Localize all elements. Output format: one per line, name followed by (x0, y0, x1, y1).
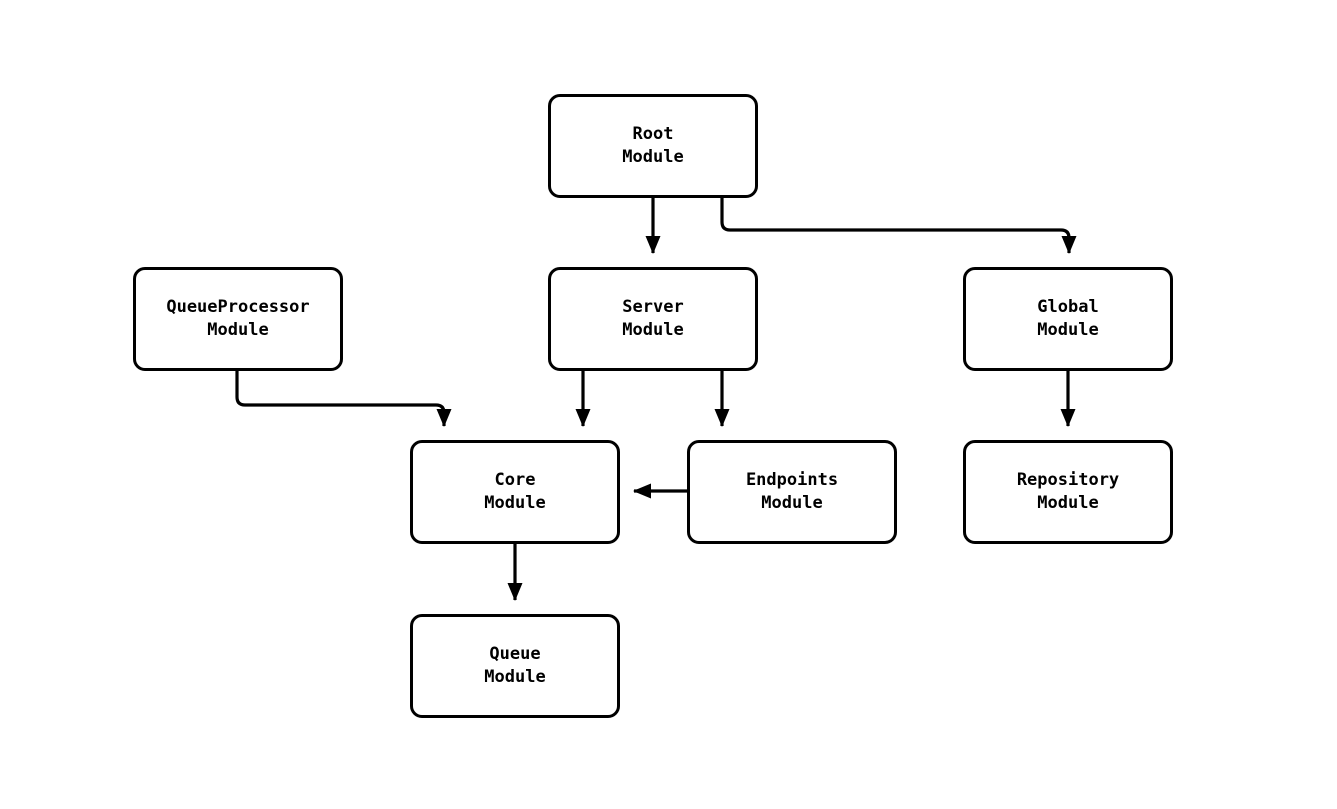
node-global-module-line1: Global (1037, 297, 1099, 317)
node-root-module-line2: Module (622, 147, 684, 167)
node-queue-module-line1: Queue (489, 644, 541, 664)
node-repository-module[interactable]: Repository Module (963, 440, 1173, 544)
node-core-module-line1: Core (494, 470, 536, 490)
node-repository-module-line1: Repository (1016, 470, 1120, 490)
node-endpoints-module[interactable]: Endpoints Module (687, 440, 897, 544)
node-server-module-line2: Module (622, 320, 684, 340)
node-core-module-line2: Module (484, 493, 546, 513)
node-queueprocessor-module[interactable]: QueueProcessor Module (133, 267, 343, 371)
node-repository-module-line2: Module (1037, 493, 1099, 513)
node-queueprocessor-module-line1: QueueProcessor (166, 297, 310, 317)
node-global-module-line2: Module (1037, 320, 1099, 340)
node-queue-module-line2: Module (484, 667, 546, 687)
node-server-module[interactable]: Server Module (548, 267, 758, 371)
node-endpoints-module-line2: Module (761, 493, 823, 513)
edge-root-to-global (720, 198, 1077, 254)
edge-queueprocessor-to-core (235, 371, 452, 427)
node-server-module-line1: Server (622, 297, 684, 317)
node-queueprocessor-module-line2: Module (207, 320, 269, 340)
node-root-module-line1: Root (632, 124, 674, 144)
node-endpoints-module-line1: Endpoints (745, 470, 839, 490)
node-global-module[interactable]: Global Module (963, 267, 1173, 371)
node-core-module[interactable]: Core Module (410, 440, 620, 544)
node-root-module[interactable]: Root Module (548, 94, 758, 198)
node-queue-module[interactable]: Queue Module (410, 614, 620, 718)
